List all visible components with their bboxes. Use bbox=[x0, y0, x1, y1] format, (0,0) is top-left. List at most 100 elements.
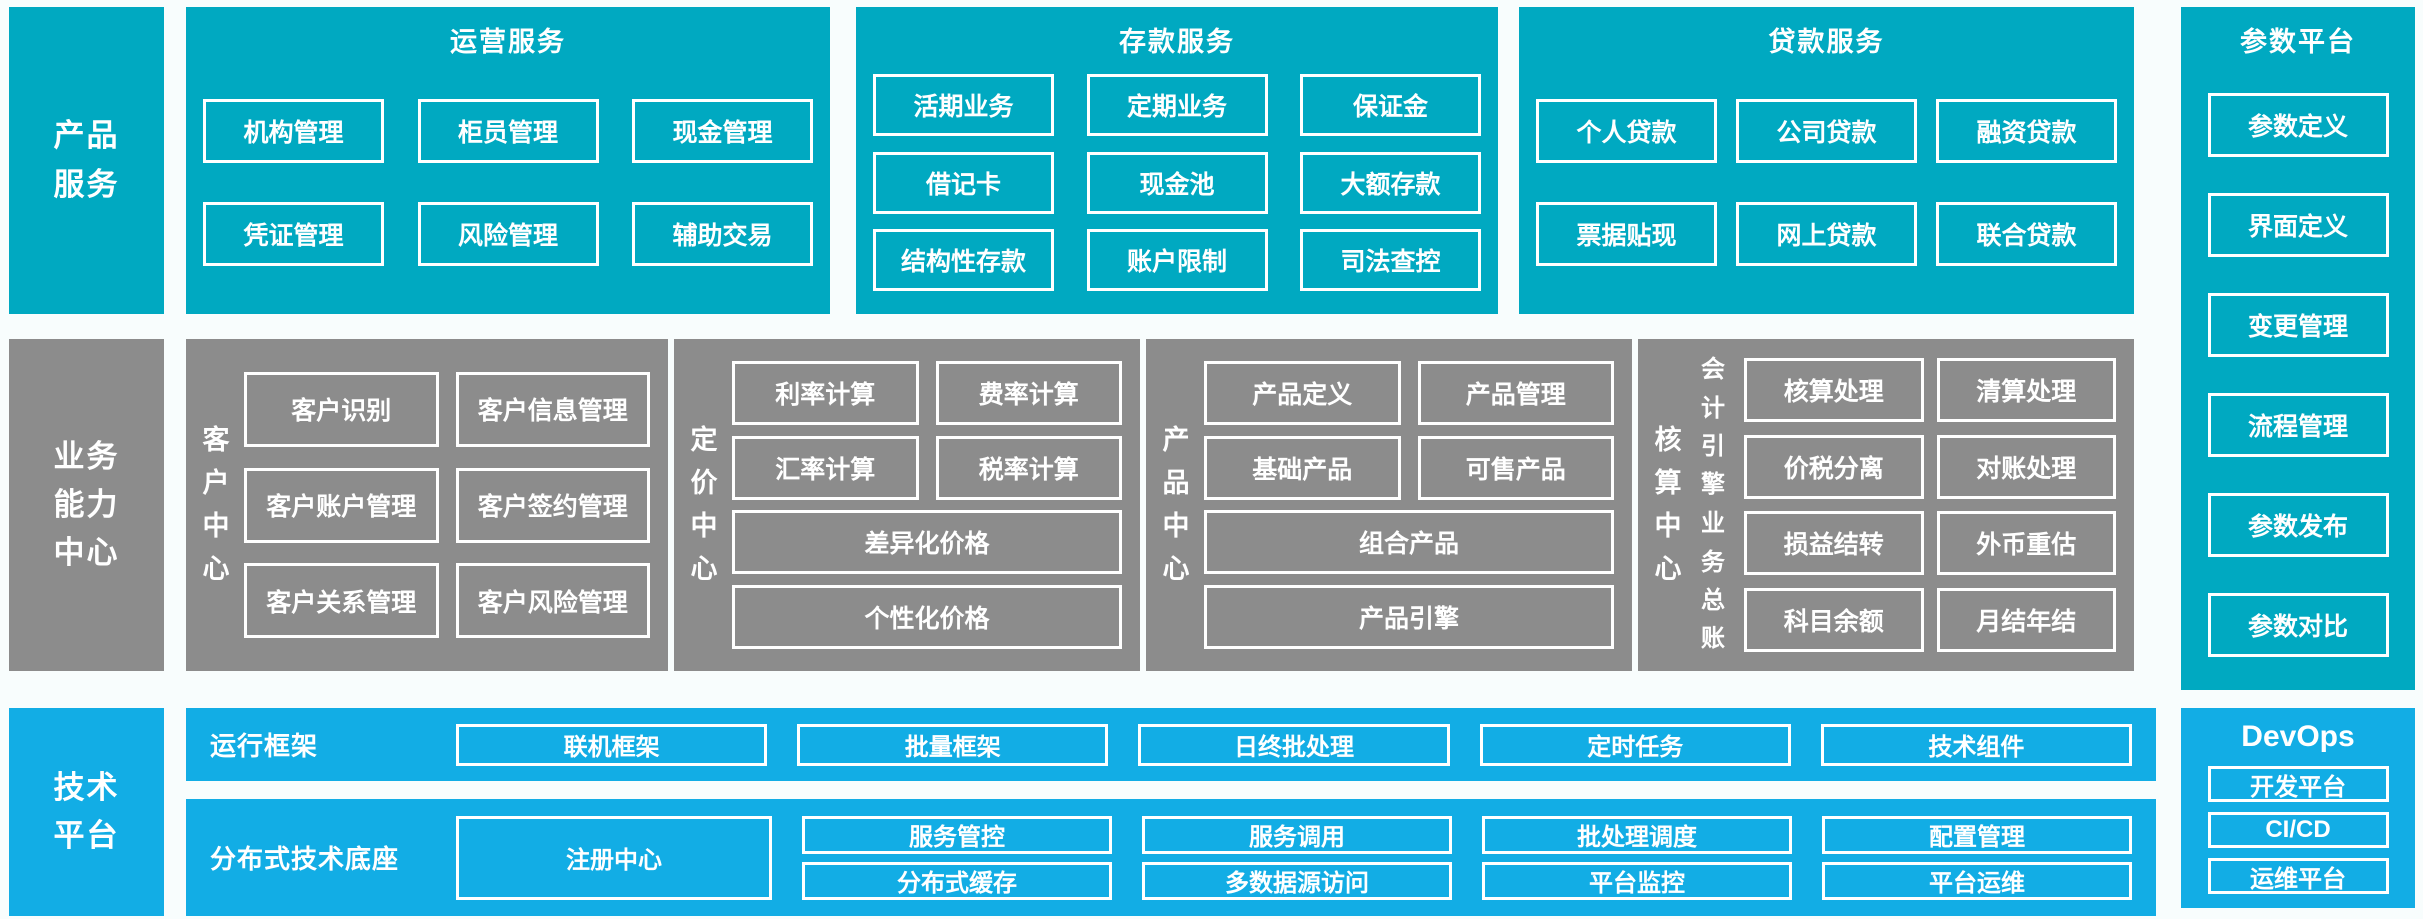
diagram-box-distributed-cache: 分布式缓存 bbox=[802, 861, 1112, 900]
panel-customer-center: 客户中心 客户识别 客户信息管理 客户账户管理 客户签约管理 客户关系管理 客户… bbox=[186, 339, 668, 671]
diagram-box-customer-identify: 客户识别 bbox=[244, 371, 439, 447]
diagram-box-cash-mgmt: 现金管理 bbox=[632, 98, 813, 163]
diagram-box-financing-loan: 融资贷款 bbox=[1936, 98, 2117, 163]
side-label-line: 技术 bbox=[53, 769, 120, 805]
panel-vertical-label-text: 产品中心 bbox=[1162, 424, 1190, 585]
diagram-box-demand-deposit: 活期业务 bbox=[873, 74, 1054, 137]
diagram-box-service-governance: 服务管控 bbox=[802, 815, 1112, 854]
panel-product-center: 产品中心 产品定义 产品管理 基础产品 可售产品 组合产品 产品引擎 bbox=[1146, 339, 1632, 671]
panel-vertical-label: 定价中心 bbox=[684, 351, 724, 659]
diagram-box-scheduled-task: 定时任务 bbox=[1479, 723, 1791, 766]
group-vertical-label: 业务总账 bbox=[1696, 505, 1730, 659]
bar-label: 运行框架 bbox=[210, 731, 319, 761]
panel-title: 存款服务 bbox=[1119, 27, 1235, 57]
panel-vertical-label: 核算中心 bbox=[1648, 351, 1688, 659]
diagram-box-change-mgmt: 变更管理 bbox=[2207, 293, 2389, 357]
diagram-box-judicial-control: 司法查控 bbox=[1300, 228, 1481, 291]
diagram-box-voucher-mgmt: 凭证管理 bbox=[203, 202, 384, 267]
diagram-box-risk-mgmt: 风险管理 bbox=[417, 202, 599, 267]
diagram-box-dev-platform: 开发平台 bbox=[2207, 766, 2389, 802]
side-label-line: 能力 bbox=[53, 486, 120, 522]
diagram-box-clearing-processing: 清算处理 bbox=[1936, 357, 2116, 422]
panel-title: 参数平台 bbox=[2240, 27, 2356, 57]
diagram-box-registry-center: 注册中心 bbox=[456, 815, 772, 900]
panel-vertical-label-text: 定价中心 bbox=[690, 424, 718, 585]
diagram-box-batch-scheduling: 批处理调度 bbox=[1482, 815, 1792, 854]
side-label-business-capability-center: 业务 能力 中心 bbox=[9, 339, 164, 671]
diagram-box-sellable-product: 可售产品 bbox=[1417, 435, 1614, 500]
diagram-box-ops-platform: 运维平台 bbox=[2207, 858, 2389, 894]
diagram-box-product-mgmt: 产品管理 bbox=[1417, 361, 1614, 426]
diagram-box-online-loan: 网上贷款 bbox=[1736, 202, 1917, 267]
diagram-box-personal-loan: 个人贷款 bbox=[1536, 98, 1717, 163]
diagram-box-eod-batch: 日终批处理 bbox=[1138, 723, 1450, 766]
panel-title: DevOps bbox=[2241, 720, 2355, 753]
diagram-box-bill-discount: 票据贴现 bbox=[1536, 202, 1717, 267]
side-label-technology-platform: 技术 平台 bbox=[9, 708, 164, 916]
group-vertical-label-text: 会计引擎 bbox=[1701, 356, 1725, 499]
diagram-box-differentiated-pricing: 差异化价格 bbox=[732, 510, 1122, 575]
diagram-box-structured-deposit: 结构性存款 bbox=[873, 228, 1054, 291]
diagram-box-ui-definition: 界面定义 bbox=[2207, 193, 2389, 257]
group-vertical-label-text: 业务总账 bbox=[1701, 510, 1725, 653]
bar-box-column: 批处理调度 平台监控 bbox=[1482, 815, 1792, 900]
diagram-box-interest-rate-calc: 利率计算 bbox=[732, 361, 919, 426]
bar-box-column: 配置管理 平台运维 bbox=[1822, 815, 2132, 900]
bar-box-column: 服务调用 多数据源访问 bbox=[1142, 815, 1452, 900]
diagram-box-multi-datasource-access: 多数据源访问 bbox=[1142, 861, 1452, 900]
diagram-box-config-mgmt: 配置管理 bbox=[1822, 815, 2132, 854]
panel-vertical-label-text: 核算中心 bbox=[1654, 424, 1682, 585]
diagram-box-month-year-end: 月结年结 bbox=[1936, 588, 2116, 653]
diagram-box-batch-framework: 批量框架 bbox=[797, 723, 1109, 766]
diagram-box-institution-mgmt: 机构管理 bbox=[203, 98, 384, 163]
diagram-box-tax-rate-calc: 税率计算 bbox=[935, 435, 1122, 500]
diagram-box-fee-rate-calc: 费率计算 bbox=[935, 361, 1122, 426]
diagram-box-margin: 保证金 bbox=[1300, 74, 1481, 137]
diagram-box-subject-balance: 科目余额 bbox=[1744, 588, 1924, 653]
diagram-box-process-mgmt: 流程管理 bbox=[2207, 393, 2389, 457]
diagram-box-pnl-carryover: 损益结转 bbox=[1744, 511, 1924, 576]
diagram-box-online-framework: 联机框架 bbox=[456, 723, 768, 766]
side-label-line: 业务 bbox=[53, 438, 120, 474]
diagram-box-platform-operations: 平台运维 bbox=[1822, 861, 2132, 900]
diagram-box-customer-account-mgmt: 客户账户管理 bbox=[244, 467, 439, 543]
diagram-box-corporate-loan: 公司贷款 bbox=[1736, 98, 1917, 163]
panel-vertical-label-text: 客户中心 bbox=[202, 424, 230, 585]
diagram-box-param-release: 参数发布 bbox=[2207, 493, 2389, 557]
diagram-box-joint-loan: 联合贷款 bbox=[1936, 202, 2117, 267]
diagram-box-param-compare: 参数对比 bbox=[2207, 593, 2389, 657]
diagram-box-platform-monitoring: 平台监控 bbox=[1482, 861, 1792, 900]
side-label-line: 平台 bbox=[53, 818, 120, 853]
panel-parameter-platform: 参数平台 参数定义 界面定义 变更管理 流程管理 参数发布 参数对比 bbox=[2181, 7, 2415, 690]
panel-accounting-center: 核算中心 会计引擎 核算处理 清算处理 价税分离 对账处理 业务总账 损 bbox=[1638, 339, 2134, 671]
panel-deposit-services: 存款服务 活期业务 定期业务 保证金 借记卡 现金池 大额存款 结构性存款 账户… bbox=[856, 7, 1498, 314]
diagram-box-personalized-pricing: 个性化价格 bbox=[732, 584, 1122, 649]
side-label-product-services: 产品 服务 bbox=[9, 7, 164, 314]
business-ledger-group: 业务总账 损益结转 外币重估 科目余额 月结年结 bbox=[1696, 505, 2116, 659]
diagram-box-product-engine: 产品引擎 bbox=[1204, 584, 1614, 649]
bar-box-column: 服务管控 分布式缓存 bbox=[802, 815, 1112, 900]
panel-pricing-center: 定价中心 利率计算 费率计算 汇率计算 税率计算 差异化价格 个性化价格 bbox=[674, 339, 1140, 671]
diagram-box-auxiliary-trade: 辅助交易 bbox=[632, 202, 813, 267]
diagram-box-account-restriction: 账户限制 bbox=[1086, 228, 1268, 291]
panel-title: 运营服务 bbox=[450, 27, 566, 57]
panel-loan-services: 贷款服务 个人贷款 公司贷款 融资贷款 票据贴现 网上贷款 联合贷款 bbox=[1519, 7, 2134, 314]
diagram-box-customer-contract-mgmt: 客户签约管理 bbox=[455, 467, 650, 543]
side-label-line: 中心 bbox=[53, 535, 120, 571]
bar-label: 分布式技术底座 bbox=[210, 844, 400, 874]
diagram-box-debit-card: 借记卡 bbox=[873, 151, 1054, 214]
side-label-line: 产品 bbox=[53, 118, 120, 154]
group-vertical-label: 会计引擎 bbox=[1696, 351, 1730, 505]
panel-title: 贷款服务 bbox=[1768, 27, 1885, 57]
diagram-box-time-deposit: 定期业务 bbox=[1086, 74, 1268, 137]
diagram-box-combined-product: 组合产品 bbox=[1204, 510, 1614, 575]
diagram-box-param-definition: 参数定义 bbox=[2207, 93, 2389, 157]
bar-distributed-tech-base: 分布式技术底座 注册中心 服务管控 分布式缓存 服务调用 多数据源访问 批处理调… bbox=[186, 799, 2156, 916]
panel-vertical-label: 客户中心 bbox=[196, 351, 236, 659]
diagram-box-product-definition: 产品定义 bbox=[1204, 361, 1401, 426]
diagram-box-service-invocation: 服务调用 bbox=[1142, 815, 1452, 854]
diagram-box-fx-revaluation: 外币重估 bbox=[1936, 511, 2116, 576]
diagram-box-accounting-processing: 核算处理 bbox=[1744, 357, 1924, 422]
diagram-box-teller-mgmt: 柜员管理 bbox=[417, 98, 599, 163]
